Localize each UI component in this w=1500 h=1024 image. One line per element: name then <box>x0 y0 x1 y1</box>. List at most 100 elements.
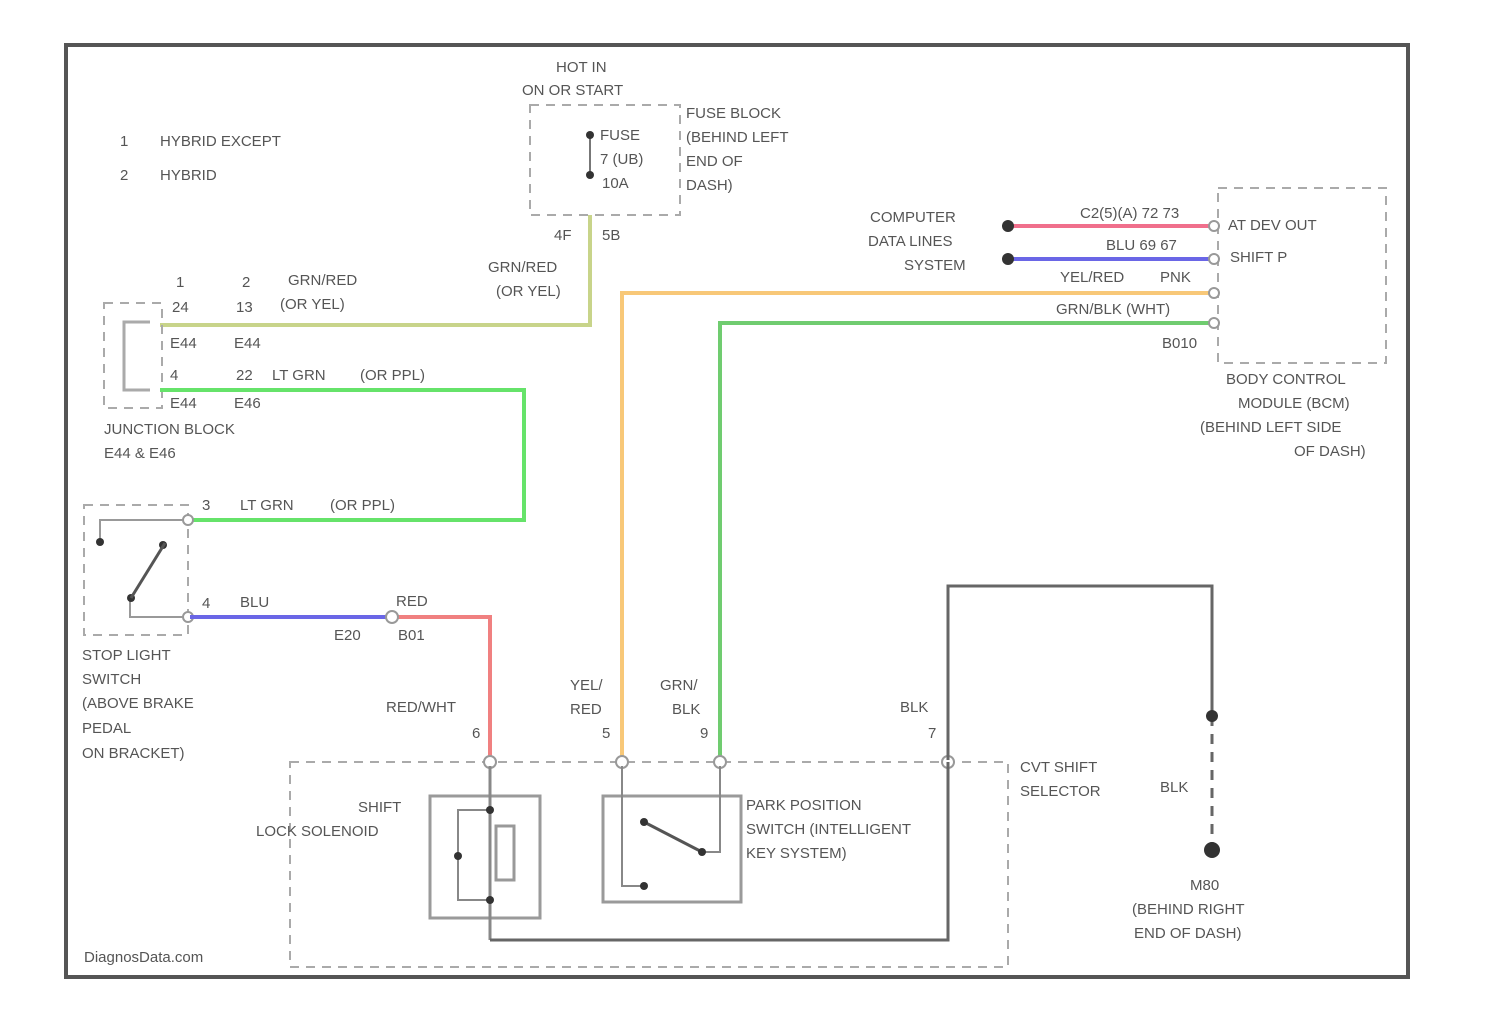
fuse-pin-5b: 5B <box>602 227 620 244</box>
legend: 1 HYBRID EXCEPT 2 HYBRID <box>120 133 281 184</box>
grn-red-feed-label-2: (OR YEL) <box>496 283 561 300</box>
blu-label: BLU <box>240 594 269 611</box>
stop-switch-contact <box>131 543 165 598</box>
junction-pin-24: 24 <box>172 299 189 316</box>
computer-label-1: COMPUTER <box>870 209 956 226</box>
ltgrn-label-2b: (OR PPL) <box>330 497 395 514</box>
fuse-pin-4f: 4F <box>554 227 572 244</box>
ground-splice-node <box>1206 710 1218 722</box>
stop-switch-lead-top <box>100 520 190 540</box>
solenoid-coil <box>496 826 514 880</box>
shift-lock-label-2: LOCK SOLENOID <box>256 823 379 840</box>
inline-pin-b01: B01 <box>398 627 425 644</box>
solenoid-node-bottom <box>486 896 494 904</box>
stop-switch-node-1 <box>96 538 104 546</box>
b010-label: B010 <box>1162 335 1197 352</box>
stop-light-switch: 3 4 STOP LIGHT SWITCH (ABOVE BRAKE PEDAL… <box>82 497 210 762</box>
bcm-pin-conn-2 <box>1209 254 1219 264</box>
computer-label-3: SYSTEM <box>904 257 966 274</box>
grn-blk-long-label: GRN/BLK (WHT) <box>1056 301 1170 318</box>
ltgrn-label-2: LT GRN <box>240 497 294 514</box>
grn-red-wire: GRN/RED (OR YEL) <box>160 215 590 325</box>
bcm-pin-at-dev-out: AT DEV OUT <box>1228 217 1317 234</box>
junction-pin-22: 22 <box>236 367 253 384</box>
stop-switch-name-3: (ABOVE BRAKE <box>82 695 194 712</box>
stop-switch-conn-top <box>183 515 193 525</box>
legend-num-2: 2 <box>120 167 128 184</box>
solenoid-loop <box>458 810 490 900</box>
red-label-top: RED <box>396 593 428 610</box>
selector-pin-7: 7 <box>928 725 936 742</box>
ground-label-2: (BEHIND RIGHT <box>1132 901 1245 918</box>
fuse-block-name-4: DASH) <box>686 177 733 194</box>
selector-name-2: SELECTOR <box>1020 783 1101 800</box>
junction-block-inner <box>124 322 150 390</box>
junction-block: 1 2 GRN/RED 24 13 (OR YEL) E44 E44 4 22 … <box>104 272 425 462</box>
junction-block-outline <box>104 303 162 408</box>
fuse-rating: 10A <box>602 175 629 192</box>
bcm-name-1: BODY CONTROL <box>1226 371 1346 388</box>
junction-wire-grnred-label: GRN/RED <box>288 272 357 289</box>
junction-pin-13: 13 <box>236 299 253 316</box>
bcm-pin-conn-1 <box>1209 221 1219 231</box>
bcm-name-2: MODULE (BCM) <box>1238 395 1350 412</box>
bcm-pin-label-bottom: BLU 69 67 <box>1106 237 1177 254</box>
grn-red-feed-label-1: GRN/RED <box>488 259 557 276</box>
fuse-block-name-3: END OF <box>686 153 743 170</box>
junction-block-name-2: E44 & E46 <box>104 445 176 462</box>
ltgrn-label-1b: (OR PPL) <box>360 367 425 384</box>
legend-text-1: HYBRID EXCEPT <box>160 133 281 150</box>
bcm-pin-label-top: C2(5)(A) 72 73 <box>1080 205 1179 222</box>
red-wht-label: RED/WHT <box>386 699 456 716</box>
bcm-pin-conn-4 <box>1209 318 1219 328</box>
selector-pin-9: 9 <box>700 725 708 742</box>
hot-in-label: HOT IN <box>556 59 607 76</box>
park-switch-contact <box>644 822 702 852</box>
junction-conn-e44-b: E44 <box>234 335 261 352</box>
stop-switch-lead-bottom <box>130 598 190 617</box>
fuse-block-name-2: (BEHIND LEFT <box>686 129 789 146</box>
junction-pin-4: 4 <box>170 367 178 384</box>
junction-block-name-1: JUNCTION BLOCK <box>104 421 235 438</box>
shift-lock-label-1: SHIFT <box>358 799 401 816</box>
selector-outline <box>290 762 1008 967</box>
fuse-node-bottom <box>586 171 594 179</box>
body-control-module: AT DEV OUT SHIFT P BODY CONTROL MODULE (… <box>1200 188 1386 460</box>
grn-blk-wire <box>720 323 1212 760</box>
solenoid-node-mid <box>454 852 462 860</box>
yel-red-wire <box>622 293 1212 760</box>
fuse-number: 7 (UB) <box>600 151 643 168</box>
ltgrn-label-1: LT GRN <box>272 367 326 384</box>
yel-red-label-2: RED <box>570 701 602 718</box>
legend-num-1: 1 <box>120 133 128 150</box>
cvt-shift-selector: SHIFT LOCK SOLENOID PARK POSITION SWITCH… <box>256 756 1101 967</box>
junction-wire-grnred-label-2: (OR YEL) <box>280 296 345 313</box>
data-node-1 <box>1002 220 1014 232</box>
grn-blk-label-1: GRN/ <box>660 677 698 694</box>
bcm-pin-conn-3 <box>1209 288 1219 298</box>
fuse-block: HOT IN ON OR START FUSE 7 (UB) 10A FUSE … <box>522 59 789 244</box>
park-switch-node-1 <box>640 818 648 826</box>
park-switch-node-2 <box>698 848 706 856</box>
bcm-name-4: OF DASH) <box>1294 443 1366 460</box>
park-switch-label-3: KEY SYSTEM) <box>746 845 847 862</box>
inline-pin-e20: E20 <box>334 627 361 644</box>
stop-switch-name-4: PEDAL <box>82 720 131 737</box>
stop-switch-name-5: ON BRACKET) <box>82 745 185 762</box>
pnk-label: PNK <box>1160 269 1191 286</box>
ground-m80: M80 (BEHIND RIGHT END OF DASH) <box>1132 877 1245 942</box>
watermark: DiagnosData.com <box>84 949 203 966</box>
blk-label-2: BLK <box>1160 779 1188 796</box>
fuse-block-name-1: FUSE BLOCK <box>686 105 781 122</box>
junction-conn-e44-c: E44 <box>170 395 197 412</box>
yel-red-label-1: YEL/ <box>570 677 603 694</box>
bcm-pin-shift-p: SHIFT P <box>1230 249 1287 266</box>
data-node-2 <box>1002 253 1014 265</box>
junction-col-1: 1 <box>176 274 184 291</box>
fuse-label: FUSE <box>600 127 640 144</box>
fuse-node-top <box>586 131 594 139</box>
computer-data-lines: COMPUTER DATA LINES SYSTEM <box>868 209 966 274</box>
junction-conn-e44-a: E44 <box>170 335 197 352</box>
blk-ground-wire <box>948 586 1212 760</box>
